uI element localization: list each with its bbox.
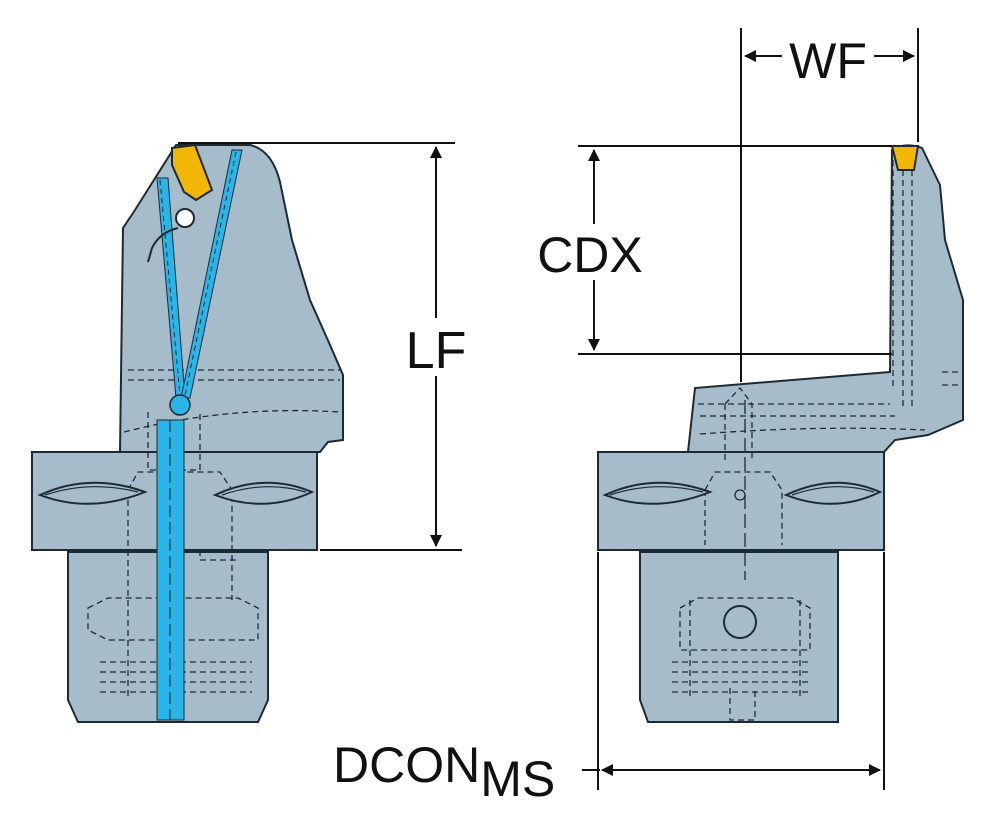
dimension-dcon-sub: MS — [480, 751, 555, 807]
dimension-wf-label: WF — [789, 33, 867, 89]
clamp-screw-icon — [175, 208, 195, 228]
dimension-dcon — [582, 552, 885, 790]
dimension-cdx-label: CDX — [537, 227, 643, 283]
side-view — [597, 144, 964, 723]
side-hidden-lines — [672, 160, 962, 721]
side-insert-icon — [890, 145, 920, 171]
side-port-hole — [723, 605, 757, 639]
dimension-lf-label: LF — [406, 322, 467, 380]
side-head — [686, 144, 964, 453]
front-coolant-channels — [156, 149, 243, 721]
dimension-dcon-label: DCONMS — [333, 737, 555, 807]
cutting-insert-icon — [171, 143, 214, 202]
front-view — [31, 143, 344, 723]
dimension-dcon-main: DCON — [333, 737, 480, 793]
